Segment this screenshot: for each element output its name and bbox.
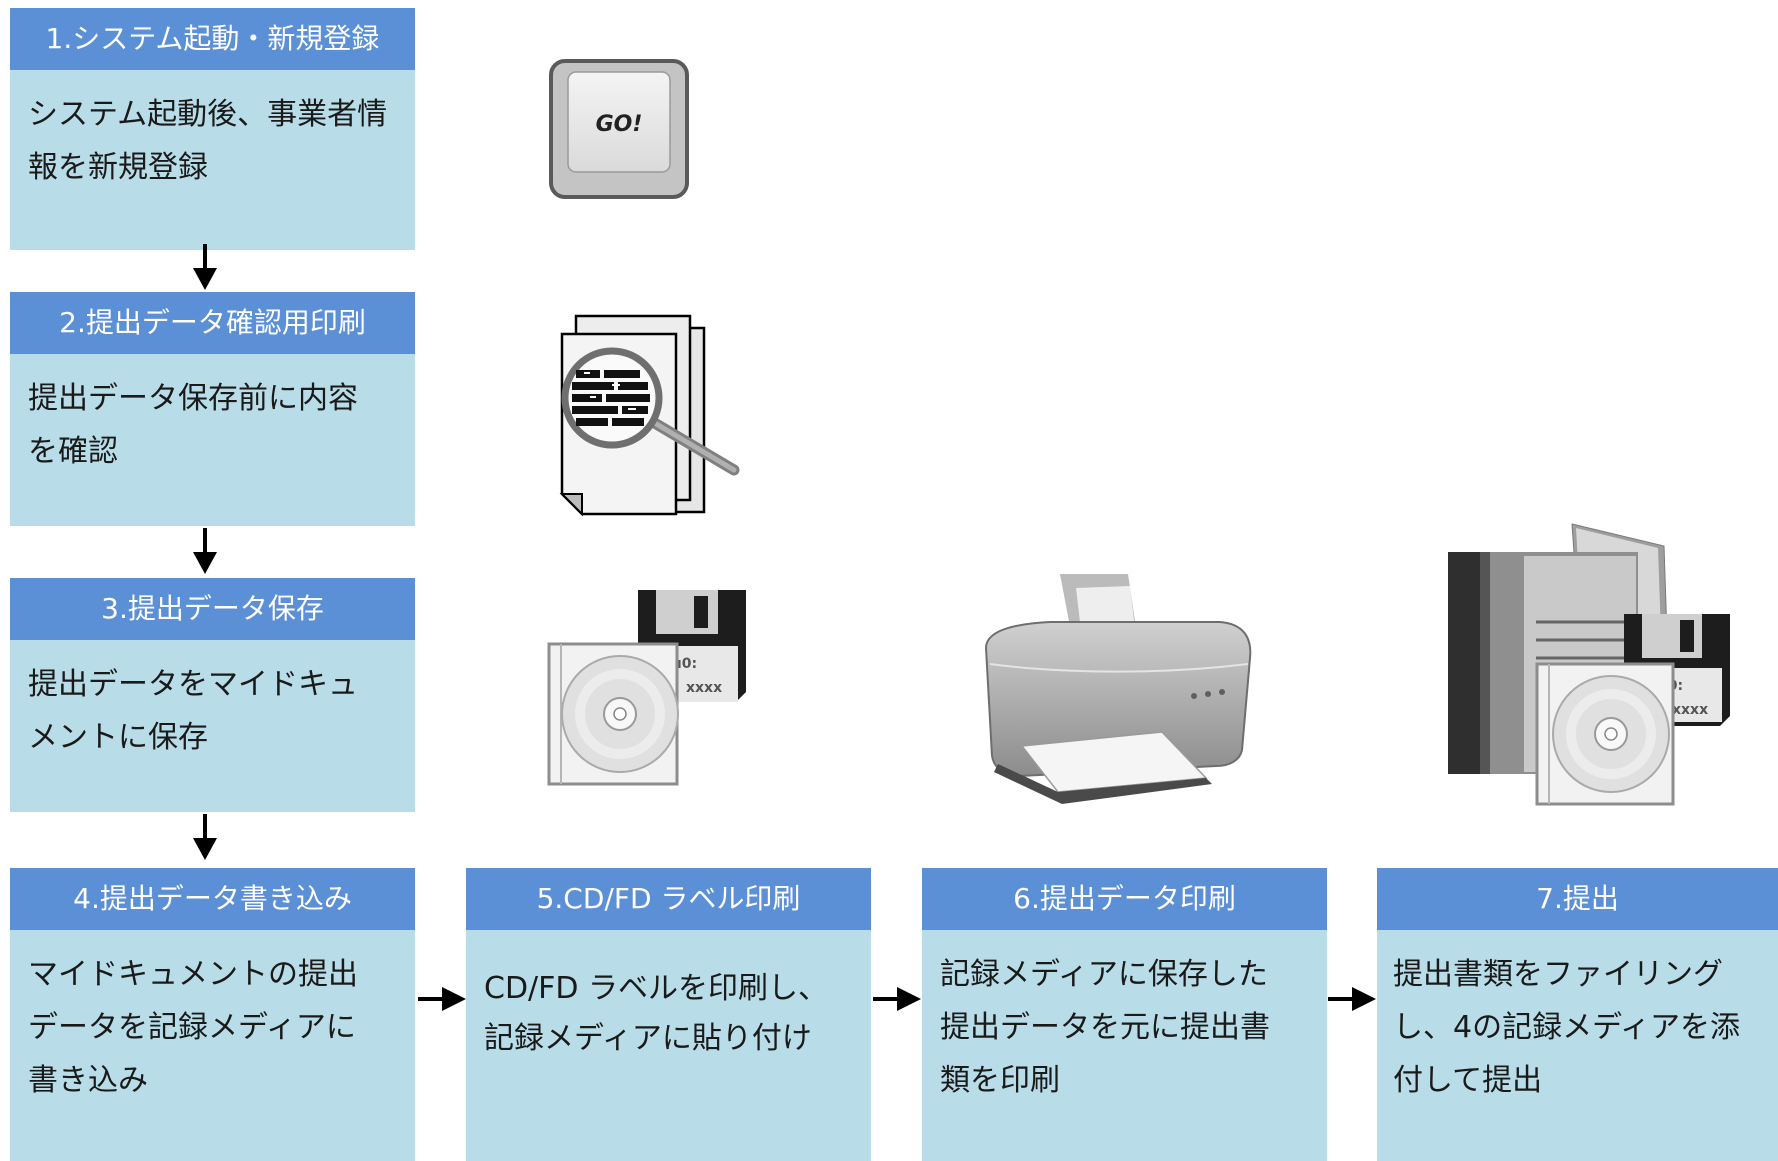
step-4-line-1: マイドキュメントの提出 bbox=[28, 957, 358, 992]
step-7: 7.提出 提出書類をファイリング し、4の記録メディアを添 付して提出 bbox=[1377, 868, 1778, 1161]
arrow-down-2-3 bbox=[193, 528, 217, 574]
arrow-right-5-6 bbox=[873, 987, 921, 1011]
step-1-title: 1.システム起動・新規登録 bbox=[10, 8, 415, 70]
go-key-icon: GO! bbox=[549, 59, 689, 199]
step-2-title: 2.提出データ確認用印刷 bbox=[10, 292, 415, 354]
step-3-description: 提出データをマイドキュ メントに保存 bbox=[10, 640, 415, 812]
step-4-title: 4.提出データ書き込み bbox=[10, 868, 415, 930]
arrow-down-3-4 bbox=[193, 814, 217, 860]
step-1-description: システム起動後、事業者情 報を新規登録 bbox=[10, 70, 415, 250]
printer-icon bbox=[984, 574, 1252, 804]
step-7-line-3: 付して提出 bbox=[1393, 1063, 1543, 1098]
step-2-description: 提出データ保存前に内容 を確認 bbox=[10, 354, 415, 526]
step-2-line-2: を確認 bbox=[28, 434, 118, 469]
step-7-line-1: 提出書類をファイリング bbox=[1393, 957, 1723, 992]
step-5-title: 5.CD/FD ラベル印刷 bbox=[466, 868, 871, 930]
floppy-cd-icon: 0u0: xxxx bbox=[547, 590, 746, 786]
step-5-line-2: 記録メディアに貼り付け bbox=[484, 1021, 812, 1056]
step-4: 4.提出データ書き込み マイドキュメントの提出 データを記録メディアに 書き込み bbox=[10, 868, 415, 1161]
binder-floppy-label-2: xxxx bbox=[1672, 702, 1708, 718]
arrow-right-6-7 bbox=[1328, 987, 1376, 1011]
step-6-line-1: 記録メディアに保存した bbox=[940, 957, 1268, 992]
step-6-line-2: 提出データを元に提出書 bbox=[940, 1010, 1270, 1045]
step-6-title: 6.提出データ印刷 bbox=[922, 868, 1327, 930]
step-7-line-2: し、4の記録メディアを添 bbox=[1393, 1010, 1740, 1045]
binder-media-icon: 0u0: xxxx bbox=[1448, 523, 1730, 806]
step-6-line-3: 類を印刷 bbox=[940, 1063, 1060, 1098]
step-4-line-3: 書き込み bbox=[28, 1063, 148, 1098]
step-7-description: 提出書類をファイリング し、4の記録メディアを添 付して提出 bbox=[1377, 930, 1778, 1161]
step-3-title: 3.提出データ保存 bbox=[10, 578, 415, 640]
step-3-line-2: メントに保存 bbox=[28, 720, 208, 755]
step-3-line-1: 提出データをマイドキュ bbox=[28, 667, 358, 702]
step-4-description: マイドキュメントの提出 データを記録メディアに 書き込み bbox=[10, 930, 415, 1161]
step-7-title: 7.提出 bbox=[1377, 868, 1778, 930]
step-1: 1.システム起動・新規登録 システム起動後、事業者情 報を新規登録 bbox=[10, 8, 415, 250]
go-key-label: GO! bbox=[596, 112, 643, 137]
step-3: 3.提出データ保存 提出データをマイドキュ メントに保存 bbox=[10, 578, 415, 812]
step-2-line-1: 提出データ保存前に内容 bbox=[28, 381, 358, 416]
document-magnifier-icon bbox=[559, 314, 740, 517]
step-4-line-2: データを記録メディアに bbox=[28, 1010, 356, 1045]
step-5-line-1: CD/FD ラベルを印刷し、 bbox=[484, 971, 829, 1006]
step-5: 5.CD/FD ラベル印刷 CD/FD ラベルを印刷し、 記録メディアに貼り付け bbox=[466, 868, 871, 1161]
arrow-down-1-2 bbox=[193, 244, 217, 290]
step-6: 6.提出データ印刷 記録メディアに保存した 提出データを元に提出書 類を印刷 bbox=[922, 868, 1327, 1161]
floppy-label-2: xxxx bbox=[686, 680, 722, 696]
step-5-description: CD/FD ラベルを印刷し、 記録メディアに貼り付け bbox=[466, 930, 871, 1161]
step-6-description: 記録メディアに保存した 提出データを元に提出書 類を印刷 bbox=[922, 930, 1327, 1161]
arrow-right-4-5 bbox=[418, 987, 466, 1011]
step-2: 2.提出データ確認用印刷 提出データ保存前に内容 を確認 bbox=[10, 292, 415, 526]
step-1-line-2: 報を新規登録 bbox=[28, 150, 208, 185]
step-1-line-1: システム起動後、事業者情 bbox=[28, 97, 388, 132]
